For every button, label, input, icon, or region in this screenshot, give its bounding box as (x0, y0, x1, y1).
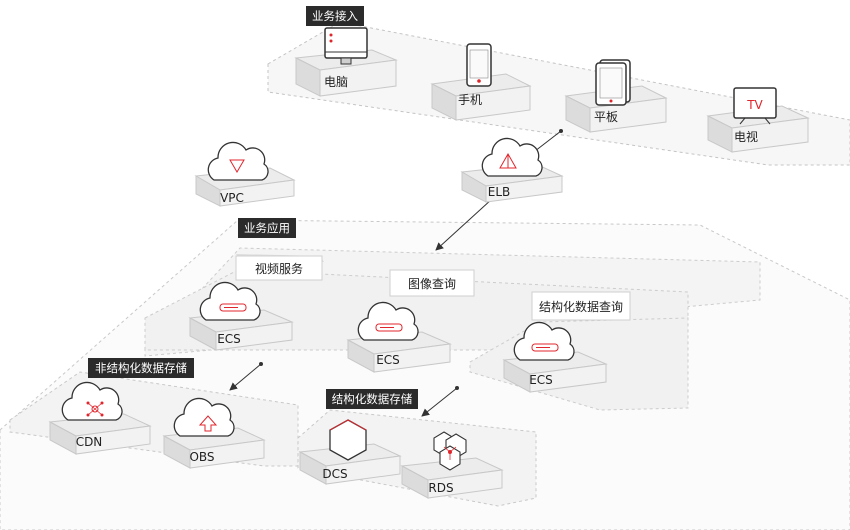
node-phone-label: 手机 (458, 93, 482, 107)
tv-screen-text: TV (746, 98, 763, 112)
service-title-image-text: 图像查询 (408, 277, 456, 291)
tablet-icon (595, 59, 631, 106)
node-ecs-video-label: ECS (217, 332, 241, 346)
service-title-structured-query: 结构化数据查询 (531, 291, 631, 321)
arrow-dot (559, 129, 563, 133)
node-obs: OBS (162, 397, 266, 469)
tv-icon: TV (733, 87, 777, 125)
node-tablet-label: 平板 (594, 110, 618, 124)
node-tv: TV 电视 (706, 87, 810, 153)
service-title-video: 视频服务 (235, 254, 324, 281)
node-rds-label: RDS (428, 481, 453, 495)
ecs-cloud-icon (199, 281, 261, 321)
tag-unstructured-text: 非结构化数据存储 (95, 361, 187, 375)
node-tablet: 平板 (564, 59, 668, 133)
node-vpc: VPC (194, 141, 296, 207)
node-dcs-label: DCS (322, 467, 347, 481)
node-dcs: DCS (298, 419, 402, 485)
service-title-structured-query-text: 结构化数据查询 (539, 299, 623, 314)
ecs-cloud-icon (357, 301, 419, 341)
node-rds: RDS (400, 431, 504, 499)
vpc-cloud-icon (207, 141, 269, 181)
node-tv-label: 电视 (734, 129, 758, 144)
tag-structured-storage: 结构化数据存储 (326, 389, 418, 409)
arrow-elb-to-app (435, 198, 493, 251)
service-title-video-text: 视频服务 (255, 261, 303, 276)
rds-hexagons-icon (433, 431, 467, 471)
node-vpc-label: VPC (220, 191, 244, 205)
node-ecs-video: ECS (188, 281, 294, 351)
monitor-icon (324, 27, 368, 65)
tag-business-access-bg (306, 6, 364, 26)
ecs-cloud-icon (513, 321, 575, 361)
node-ecs-structured-query: ECS (502, 321, 608, 393)
obs-cloud-icon (173, 397, 235, 437)
tag-unstructured-storage: 非结构化数据存储 (88, 358, 194, 378)
node-elb: ELB (460, 137, 564, 203)
node-cdn-label: CDN (76, 435, 103, 449)
node-cdn: CDN (48, 381, 152, 455)
tag-structured-bg (326, 389, 418, 409)
tag-business-app-text: 业务应用 (244, 221, 290, 235)
node-ecs-structured-query-label: ECS (529, 373, 553, 387)
arrow-dot (455, 386, 459, 390)
node-ecs-image: ECS (346, 301, 452, 373)
tag-business-app-bg (238, 218, 296, 238)
service-title-image: 图像查询 (389, 269, 475, 297)
tag-business-app: 业务应用 (238, 218, 296, 238)
zone-business-access (267, 21, 850, 166)
arrow-app-to-structured (421, 387, 458, 417)
cdn-cloud-icon (61, 381, 123, 421)
arrow-dot (259, 362, 263, 366)
arrow-app-to-unstructured (229, 363, 262, 391)
tag-business-access: 业务接入 (306, 6, 364, 26)
elb-cloud-icon (481, 137, 543, 177)
node-ecs-image-label: ECS (376, 353, 400, 367)
tag-unstructured-bg (88, 358, 194, 378)
tag-structured-text: 结构化数据存储 (332, 392, 413, 406)
node-pc-label: 电脑 (324, 75, 348, 89)
node-phone: 手机 (430, 43, 532, 121)
phone-icon (466, 43, 492, 87)
tag-business-access-text: 业务接入 (312, 9, 358, 23)
node-pc: 电脑 (294, 27, 398, 97)
node-obs-label: OBS (189, 450, 214, 464)
dcs-hexagon-icon (329, 419, 367, 461)
node-elb-label: ELB (488, 185, 511, 199)
